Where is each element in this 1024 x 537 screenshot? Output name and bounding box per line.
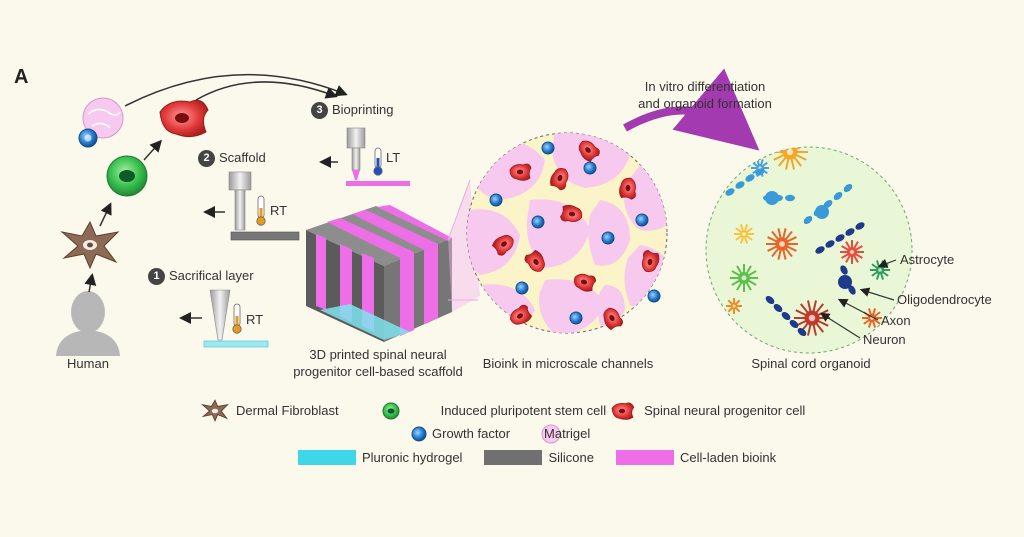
scaffold-caption: 3D printed spinal neural progenitor cell…	[293, 347, 463, 379]
thermometer-rt-icon-2	[232, 303, 242, 334]
bioink-growth-factor	[515, 281, 529, 295]
bioink-growth-factor	[531, 215, 545, 229]
bioink-caption: Bioink in microscale channels	[482, 356, 654, 371]
legend-row-2: Growth factor Matrigel	[432, 426, 590, 441]
progenitor-cell-icon	[159, 99, 209, 138]
bioprinting-temp: LT	[386, 150, 401, 165]
thermometer-lt-icon	[373, 147, 383, 176]
differentiation-label: In vitro differentiation and organoid fo…	[638, 79, 772, 111]
bioink-growth-factor	[569, 311, 583, 325]
organoid-neuron	[726, 298, 742, 314]
human-icon	[56, 291, 120, 356]
scaffold-block	[306, 205, 452, 342]
bioink-progenitor-cell	[509, 163, 532, 181]
organoid-axon	[765, 295, 807, 337]
bioink-progenitor-cell	[491, 234, 514, 256]
legend-row-1: Dermal Fibroblast Induced pluripotent st…	[236, 403, 805, 418]
organoid-cells	[725, 147, 890, 337]
bioink-progenitor-cell	[578, 140, 600, 162]
legend-ipsc: Induced pluripotent stem cell	[440, 403, 607, 418]
legend-matrigel-icon	[541, 424, 561, 444]
lineage-arrows	[84, 73, 348, 293]
scaffold-nozzle-icon	[203, 171, 300, 241]
fibroblast-icon	[60, 220, 120, 270]
scaffold-temp: RT	[270, 203, 288, 218]
oligodendrocyte-label: Oligodendrocyte	[897, 292, 992, 307]
silicone-swatch	[484, 450, 543, 465]
organoid-neuron	[734, 224, 754, 244]
bioink-progenitor-cell	[641, 249, 660, 273]
differentiation-arrow	[623, 68, 760, 151]
panel-label: A	[14, 66, 29, 88]
legend-matrigel: Matrigel	[544, 426, 591, 441]
bioink-growth-factor	[489, 193, 503, 207]
thermometer-rt-icon	[256, 195, 266, 226]
bioink-progenitor-cell	[619, 177, 636, 200]
bioink-growth-factor	[635, 213, 649, 227]
sacrificial-nozzle-icon	[179, 289, 269, 348]
organoid-oligodendrocyte	[765, 191, 852, 289]
bioink-progenitor-cell	[603, 307, 623, 331]
astrocyte-label: Astrocyte	[900, 252, 955, 267]
legend-progenitor-icon	[611, 402, 635, 420]
sacrificial-temp: RT	[246, 312, 264, 327]
legend-fibroblast: Dermal Fibroblast	[236, 403, 339, 418]
bioink-progenitor-cell	[550, 168, 569, 191]
legend-row-3: Pluronic hydrogel Silicone Cell-laden bi…	[298, 450, 776, 465]
pluronic-swatch	[298, 450, 356, 465]
bioink-zoom-circle	[466, 132, 668, 334]
bioink-growth-factor	[541, 141, 555, 155]
organoid-pointers	[819, 258, 897, 339]
bioink-growth-factor	[601, 231, 615, 245]
bioink-progenitor-cell	[524, 249, 545, 272]
bioink-growth-factor	[647, 289, 661, 303]
organoid-neuron	[840, 240, 864, 264]
legend-growth-factor-icon	[411, 426, 427, 442]
organoid-circle	[705, 146, 913, 354]
organoid-caption: Spinal cord organoid	[751, 356, 871, 371]
legend-pluronic: Pluronic hydrogel	[298, 450, 462, 465]
neuron-label: Neuron	[863, 332, 906, 347]
bioink-progenitor-cell	[509, 304, 533, 325]
bioink-growth-factor	[583, 161, 597, 175]
organoid-axon	[815, 222, 865, 254]
growth-factor-icon	[78, 128, 98, 148]
bioink-swatch	[615, 450, 674, 465]
organoid-neuron	[766, 228, 798, 260]
legend-silicone: Silicone	[484, 450, 594, 465]
bioink-cells	[489, 140, 661, 331]
matrigel-icon	[82, 97, 124, 139]
ipsc-icon	[106, 155, 148, 197]
legend-ipsc-icon	[382, 402, 400, 420]
legend-progenitor: Spinal neural progenitor cell	[644, 403, 806, 418]
bioink-progenitor-cell	[560, 204, 583, 222]
organoid-neuron	[730, 264, 758, 292]
bioink-progenitor-cell	[573, 273, 597, 292]
axon-label: Axon	[881, 313, 911, 328]
legend-fibroblast-icon	[200, 399, 229, 423]
human-label: Human	[67, 356, 109, 371]
legend-bioink: Cell-laden bioink	[615, 450, 776, 465]
legend-growth-factor: Growth factor	[432, 426, 511, 441]
bioprinting-nozzle-icon	[319, 127, 410, 186]
